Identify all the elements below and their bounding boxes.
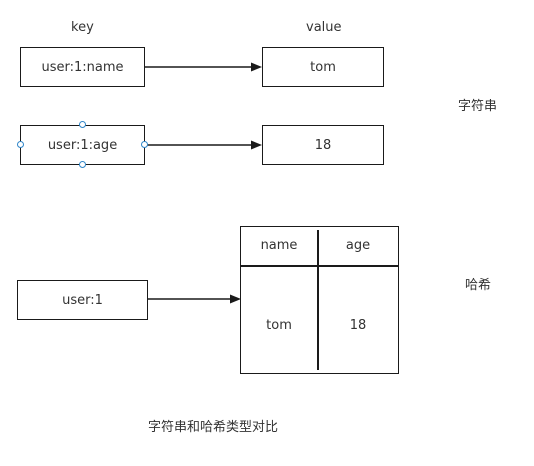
- selection-handle-top[interactable]: [79, 121, 86, 128]
- hash-table-header-name: name: [260, 238, 298, 253]
- selection-handle-right[interactable]: [141, 141, 148, 148]
- diagram-caption: 字符串和哈希类型对比: [148, 420, 279, 435]
- arrow-age-to-18[interactable]: [145, 140, 262, 150]
- selection-handle-bottom[interactable]: [79, 161, 86, 168]
- arrow-name-to-tom[interactable]: [145, 62, 262, 72]
- string-value-box-tom[interactable]: tom: [262, 47, 384, 87]
- arrow-user1-to-hash[interactable]: [148, 294, 241, 304]
- string-key-label: user:1:age: [47, 137, 118, 153]
- hash-table-header-divider: [241, 265, 398, 267]
- hash-table[interactable]: name age tom 18: [240, 226, 399, 374]
- string-type-label: 字符串: [458, 99, 498, 114]
- hash-type-label: 哈希: [465, 278, 492, 293]
- string-key-box-name[interactable]: user:1:name: [20, 47, 145, 87]
- value-header: value: [306, 20, 342, 35]
- string-key-box-age[interactable]: user:1:age: [20, 125, 145, 165]
- string-value-label: 18: [314, 137, 332, 153]
- hash-table-value-age: 18: [349, 318, 367, 333]
- string-value-label: tom: [310, 59, 336, 75]
- string-key-label: user:1:name: [41, 59, 124, 75]
- string-value-box-18[interactable]: 18: [262, 125, 384, 165]
- hash-table-column-divider: [317, 230, 319, 370]
- hash-key-label: user:1: [62, 292, 103, 308]
- hash-key-box[interactable]: user:1: [17, 280, 148, 320]
- key-header: key: [71, 20, 94, 35]
- selection-handle-left[interactable]: [17, 141, 24, 148]
- hash-table-value-name: tom: [266, 318, 292, 333]
- hash-table-header-age: age: [345, 238, 371, 253]
